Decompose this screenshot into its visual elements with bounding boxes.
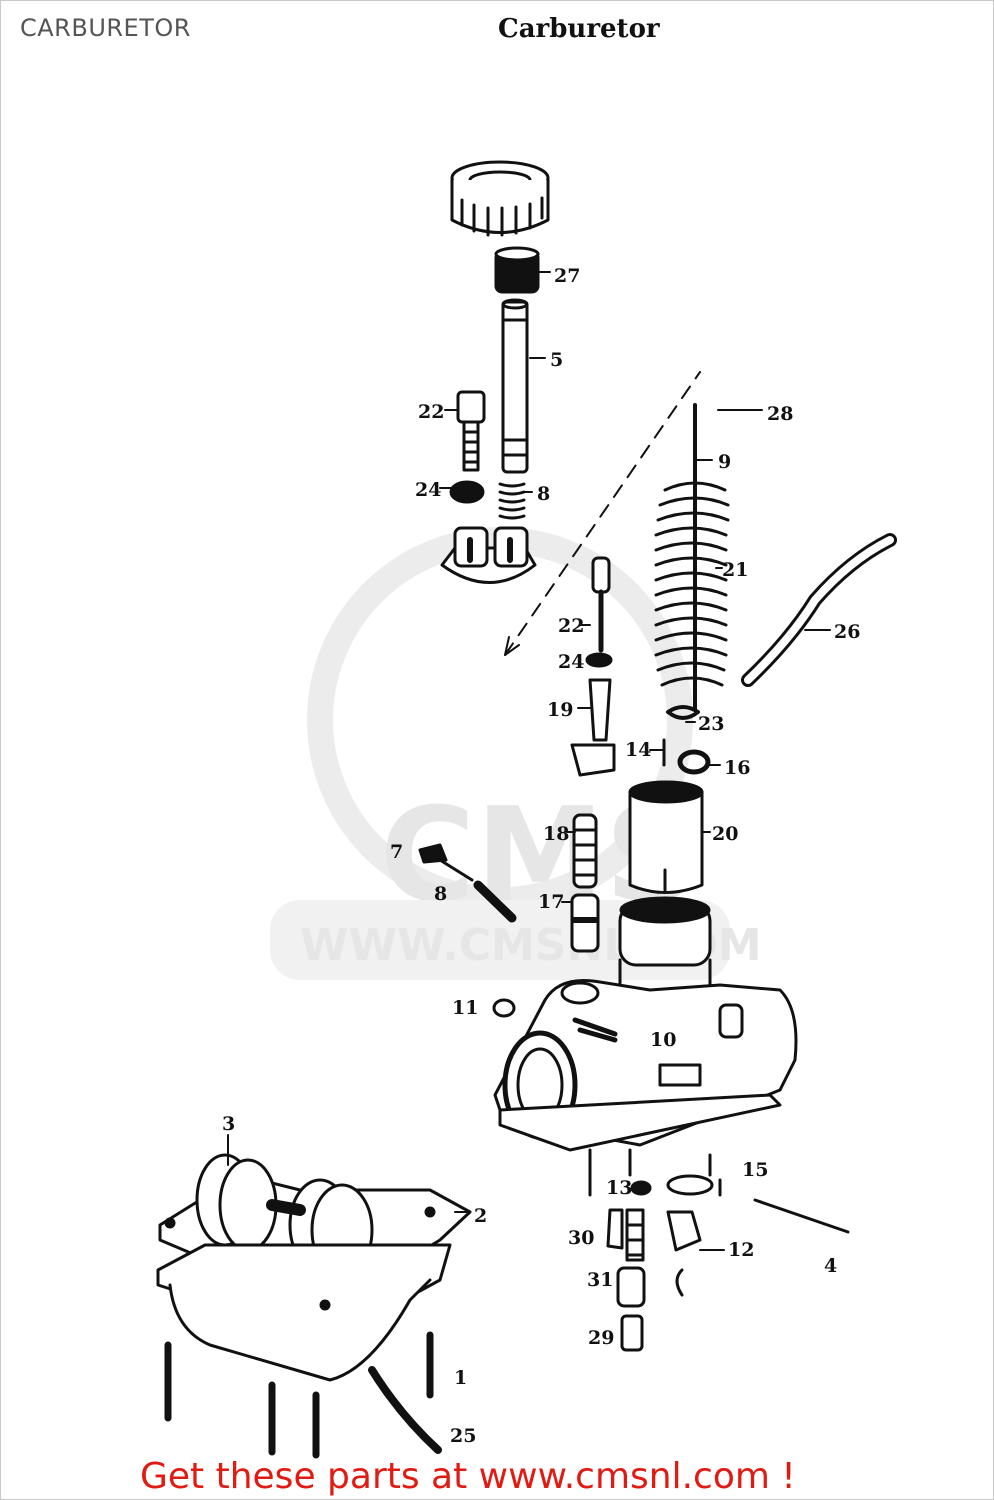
callout-8-top: 8 bbox=[537, 483, 550, 505]
callout-9: 9 bbox=[718, 451, 731, 473]
float-needle bbox=[666, 1210, 702, 1252]
callout-12: 12 bbox=[728, 1239, 754, 1261]
callout-10: 10 bbox=[650, 1029, 676, 1051]
choke-rod bbox=[753, 1198, 850, 1234]
callout-21: 21 bbox=[722, 559, 748, 581]
float-bowl-screws bbox=[164, 1331, 434, 1459]
callout-17: 17 bbox=[538, 891, 564, 913]
callout-24-top: 24 bbox=[415, 479, 441, 501]
callout-11: 11 bbox=[452, 997, 478, 1019]
callout-20: 20 bbox=[712, 823, 738, 845]
screw-middle bbox=[585, 556, 613, 668]
callout-27: 27 bbox=[554, 265, 580, 287]
callout-1: 1 bbox=[454, 1367, 467, 1389]
leader-lines bbox=[227, 271, 831, 1251]
needle-clip bbox=[666, 705, 700, 720]
alignment-line bbox=[504, 371, 701, 656]
diagram-title: Carburetor bbox=[498, 14, 660, 44]
callout-18: 18 bbox=[543, 823, 569, 845]
callout-5: 5 bbox=[550, 349, 563, 371]
top-cap-nut bbox=[450, 160, 550, 237]
callout-23: 23 bbox=[698, 713, 724, 735]
callout-13: 13 bbox=[606, 1177, 632, 1199]
cable-adjuster-tube bbox=[501, 298, 529, 474]
callout-4: 4 bbox=[824, 1255, 837, 1277]
callout-labels: 27 5 22 24 8 28 9 21 26 22 24 19 23 14 1… bbox=[222, 265, 860, 1447]
callout-7: 7 bbox=[390, 841, 403, 863]
main-jet-stack bbox=[606, 1208, 684, 1352]
throttle-stop-screw bbox=[418, 843, 517, 923]
drain-tube bbox=[368, 1366, 442, 1454]
rubber-cap bbox=[494, 246, 540, 294]
callout-31: 31 bbox=[587, 1269, 613, 1291]
washer bbox=[677, 749, 711, 775]
page-label: CARBURETOR bbox=[20, 14, 191, 42]
float-chamber bbox=[156, 1153, 472, 1382]
callout-25: 25 bbox=[450, 1425, 476, 1447]
small-spring-top bbox=[498, 482, 526, 520]
overflow-hose bbox=[741, 533, 897, 687]
callout-30: 30 bbox=[568, 1227, 594, 1249]
callout-28: 28 bbox=[767, 403, 793, 425]
throttle-spring bbox=[654, 481, 730, 687]
throttle-valve bbox=[628, 780, 704, 894]
callout-14: 14 bbox=[625, 739, 651, 761]
callout-22-top: 22 bbox=[418, 401, 444, 423]
callout-2: 2 bbox=[474, 1205, 487, 1227]
callout-3: 3 bbox=[222, 1113, 235, 1135]
callout-26: 26 bbox=[834, 621, 860, 643]
callout-24-mid: 24 bbox=[558, 651, 584, 673]
mixing-chamber-top bbox=[440, 526, 537, 584]
jet-washer bbox=[630, 1180, 652, 1196]
callout-29: 29 bbox=[588, 1327, 614, 1349]
callout-19: 19 bbox=[547, 699, 573, 721]
screw-top bbox=[456, 390, 486, 472]
callout-16: 16 bbox=[724, 757, 750, 779]
nut-top bbox=[449, 480, 485, 504]
callout-8-low: 8 bbox=[434, 883, 447, 905]
footer-parts-link[interactable]: Get these parts at www.cmsnl.com ! bbox=[140, 1456, 796, 1497]
jet-holder bbox=[570, 893, 600, 953]
carburetor-body bbox=[493, 896, 798, 1197]
callout-15: 15 bbox=[742, 1159, 768, 1181]
needle-jet bbox=[572, 813, 598, 889]
body-washer bbox=[492, 998, 516, 1018]
pilot-jet bbox=[570, 678, 616, 777]
callout-22-mid: 22 bbox=[558, 615, 584, 637]
